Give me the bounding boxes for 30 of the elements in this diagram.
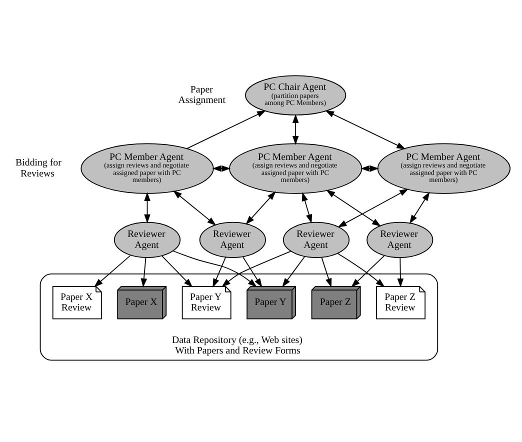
node-ellipse: Reviewer Agent (114, 221, 181, 258)
arrow (337, 252, 385, 287)
arrow (338, 188, 409, 227)
arrow (161, 254, 193, 287)
arrow (351, 254, 385, 287)
arrow (212, 256, 226, 288)
label: Bidding for Reviews (16, 157, 62, 179)
arrow (292, 113, 299, 144)
label: Paper Assignment (178, 84, 226, 106)
node-ellipse: Reviewer Agent (282, 221, 350, 258)
arrow (172, 250, 257, 287)
arrow (409, 191, 430, 224)
arrow (212, 164, 231, 172)
arrow (94, 254, 131, 287)
arrow (325, 110, 406, 149)
arrow (326, 189, 382, 226)
node-ellipse: Reviewer Agent (366, 221, 434, 258)
arrow (321, 256, 332, 287)
arrow (302, 192, 312, 223)
node-ellipse: Reviewer Agent (199, 221, 266, 258)
arrow (242, 256, 262, 287)
arrow (360, 164, 379, 172)
arrow (282, 256, 305, 287)
arrow (222, 250, 292, 287)
arrow (246, 190, 276, 224)
arrow (186, 110, 266, 149)
arrow (144, 192, 150, 223)
arrow (173, 190, 216, 226)
arrow (140, 256, 148, 287)
arrow (397, 256, 404, 287)
